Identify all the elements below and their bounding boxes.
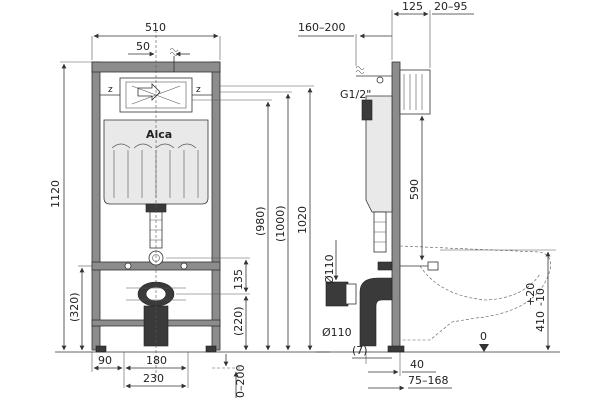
dim-20-95: 20–95 bbox=[432, 0, 474, 15]
dim-125: 125 bbox=[391, 0, 431, 68]
svg-text:(320): (320) bbox=[68, 292, 81, 322]
dim-160-200: 160–200 bbox=[298, 21, 392, 66]
frame-left-post bbox=[91, 61, 101, 351]
svg-text:410: 410 bbox=[534, 311, 547, 332]
wc-bowl-outline bbox=[399, 245, 551, 341]
dim-510: 510 bbox=[91, 21, 221, 60]
svg-text:(7): (7) bbox=[352, 344, 368, 357]
dim-590: 590 bbox=[408, 115, 425, 261]
svg-text:z: z bbox=[196, 85, 201, 95]
thread-label: G1/2" bbox=[340, 88, 371, 101]
svg-text:z: z bbox=[108, 85, 113, 95]
dim-320: (320) bbox=[68, 265, 92, 351]
zero-label: 0 bbox=[480, 330, 487, 343]
svg-text:0–200: 0–200 bbox=[234, 365, 247, 399]
dim-980: (980) bbox=[192, 99, 272, 351]
side-waste-elbow bbox=[359, 277, 393, 347]
svg-text:75–168: 75–168 bbox=[408, 374, 449, 387]
svg-text:Ø110: Ø110 bbox=[322, 326, 352, 339]
svg-text:1020: 1020 bbox=[296, 206, 309, 234]
svg-text:Ø110: Ø110 bbox=[323, 254, 336, 284]
dim-40: 40 bbox=[368, 352, 436, 376]
svg-text:(220): (220) bbox=[232, 306, 245, 336]
side-frame-post bbox=[391, 61, 401, 351]
dim-1020: 1020 bbox=[220, 85, 314, 351]
svg-text:50: 50 bbox=[136, 40, 150, 53]
dim-75-168: 75–168 bbox=[368, 374, 452, 391]
svg-text:+20: +20 bbox=[524, 283, 537, 306]
svg-text:510: 510 bbox=[145, 21, 166, 34]
brand-logo: Alca bbox=[146, 128, 172, 141]
front-view: Alca z z 510 bbox=[49, 21, 330, 398]
svg-text:160–200: 160–200 bbox=[298, 21, 346, 34]
svg-text:590: 590 bbox=[408, 179, 421, 200]
dim-50: 50 bbox=[128, 40, 190, 57]
dim-1000: (1000) bbox=[220, 91, 292, 351]
side-view: G1/2" 0 160–200 125 bbox=[298, 0, 560, 391]
svg-text:(1000): (1000) bbox=[274, 205, 287, 242]
dim-135: 135 bbox=[166, 257, 250, 295]
svg-text:180: 180 bbox=[146, 354, 167, 367]
dim-230: 230 bbox=[125, 372, 187, 389]
svg-text:1120: 1120 bbox=[49, 180, 62, 208]
dim-0-200: 0–200 bbox=[212, 354, 247, 398]
svg-text:-10: -10 bbox=[534, 288, 547, 306]
svg-text:135: 135 bbox=[232, 269, 245, 290]
dim-pipe-110-lower: Ø110 bbox=[322, 326, 352, 339]
dim-pipe-110-upper: Ø110 bbox=[323, 240, 339, 284]
dim-90: 90 bbox=[91, 352, 125, 388]
dim-410: 410 +20 -10 bbox=[440, 249, 556, 351]
svg-text:230: 230 bbox=[143, 372, 164, 385]
dim-7: (7) bbox=[352, 344, 392, 364]
dim-180: 180 bbox=[125, 352, 189, 388]
dim-220: (220) bbox=[232, 295, 249, 351]
svg-text:(980): (980) bbox=[254, 206, 267, 236]
svg-text:90: 90 bbox=[98, 354, 112, 367]
frame-right-post bbox=[211, 61, 221, 351]
svg-text:20–95: 20–95 bbox=[434, 0, 468, 13]
svg-text:125: 125 bbox=[402, 0, 423, 13]
dim-1120: 1120 bbox=[49, 61, 92, 351]
svg-text:40: 40 bbox=[410, 358, 424, 371]
